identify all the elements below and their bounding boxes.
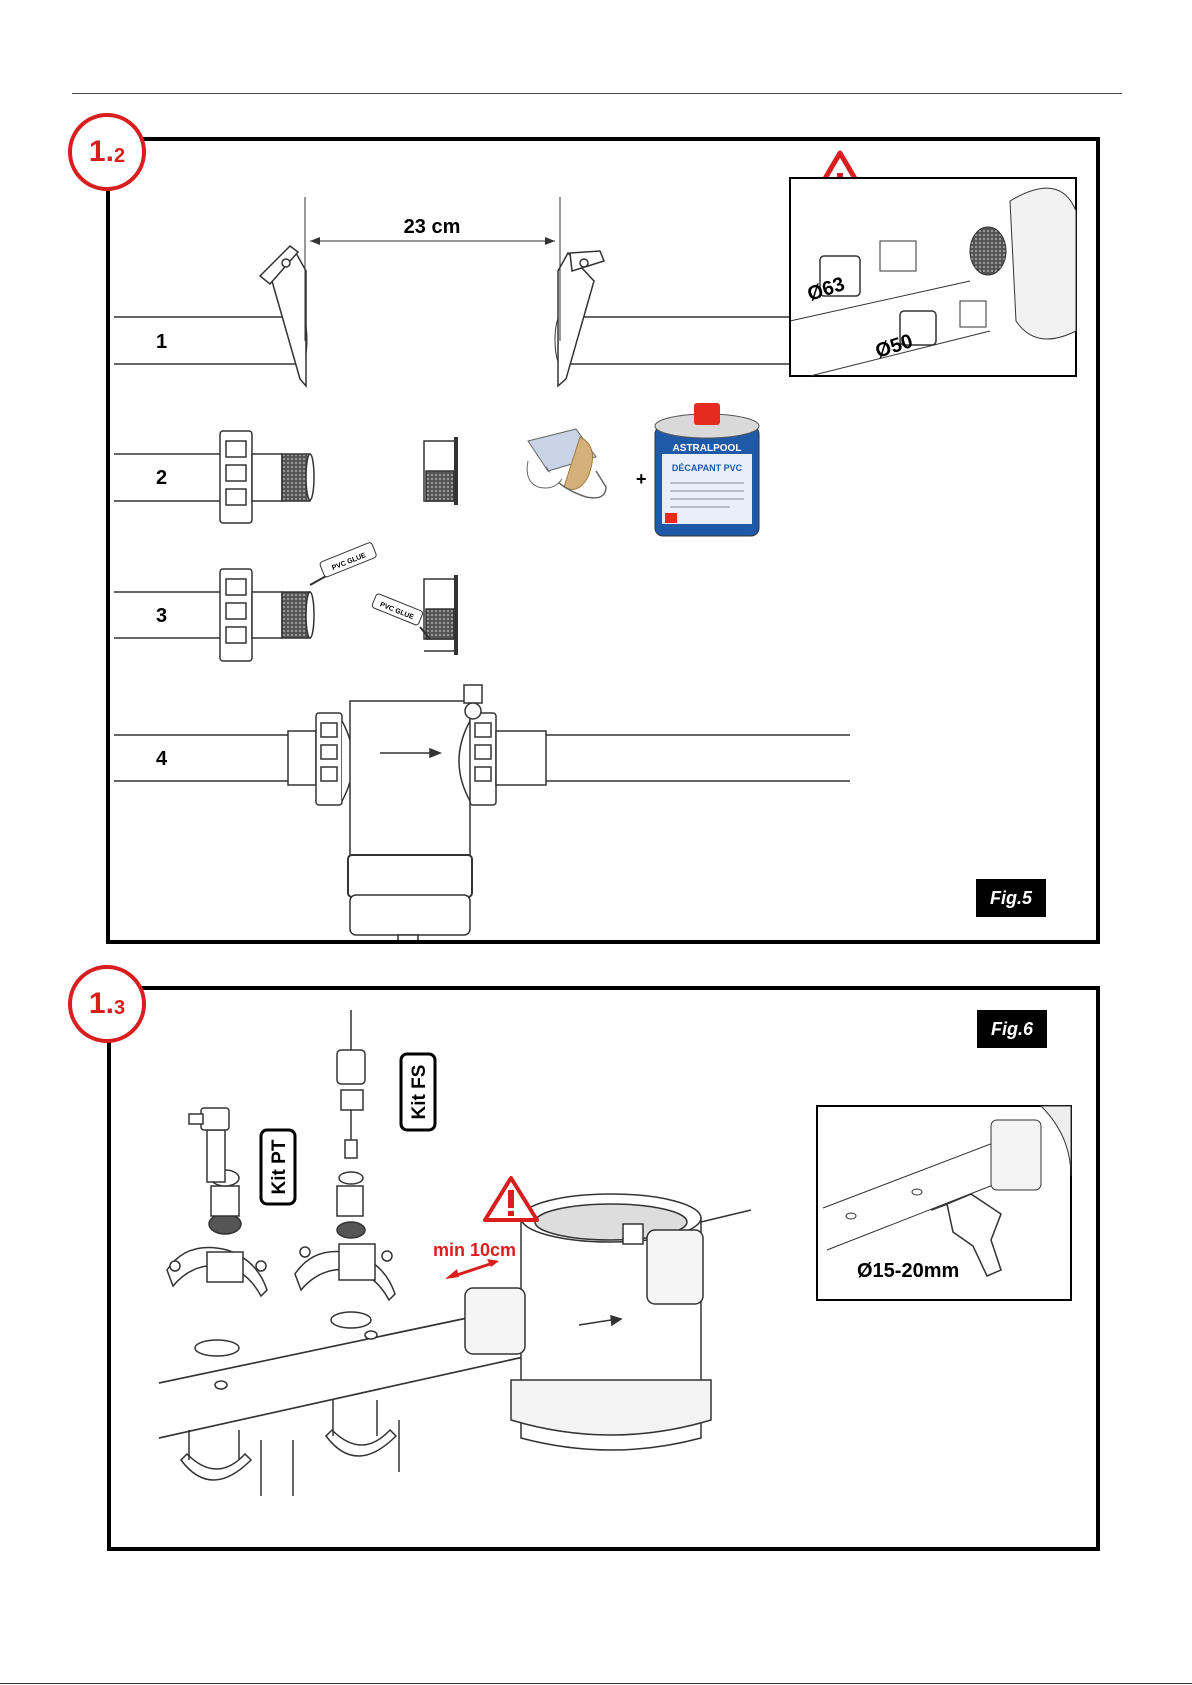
section-badge-1-2: 1.2 bbox=[68, 113, 146, 191]
union-diameter-inset: Ø63 Ø50 bbox=[790, 178, 1076, 376]
distance-arrow-icon bbox=[445, 1259, 499, 1279]
header-rule bbox=[72, 93, 1122, 94]
drill-size-label: Ø15-20mm bbox=[857, 1260, 959, 1283]
hands-cleaning-pipe-icon bbox=[527, 429, 606, 498]
kit-fs-sensor-icon bbox=[337, 1010, 365, 1184]
glue-tube-socket-icon: PVC GLUE bbox=[371, 593, 430, 639]
can-product-label: DÉCAPANT PVC bbox=[672, 463, 743, 473]
assembled-cell-icon bbox=[288, 685, 546, 940]
step-number-3: 3 bbox=[156, 605, 167, 627]
step-number-4: 4 bbox=[156, 748, 168, 770]
can-brand-label: ASTRALPOOL bbox=[673, 443, 742, 454]
dimension-label: 23 cm bbox=[404, 216, 461, 238]
min-distance-label: min 10cm bbox=[433, 1240, 516, 1261]
step-number-1: 1 bbox=[156, 331, 167, 353]
saddle-clamp-pt-icon bbox=[167, 1170, 267, 1356]
pipe-cutter-right-icon bbox=[558, 251, 604, 386]
saddle-clamp-fs-icon bbox=[295, 1186, 395, 1328]
figure-panel-fig6: Kit PT Kit FS Fig.6 min 10cm Ø15-20mm bbox=[107, 986, 1100, 1551]
union-nut-step3-icon bbox=[220, 569, 314, 661]
figure-label-fig5: Fig.5 bbox=[976, 879, 1046, 917]
glue-tube-icon: PVC GLUE bbox=[310, 542, 377, 585]
pipe-cutter-left-icon bbox=[260, 246, 306, 386]
kit-fs-label-box: Kit FS bbox=[401, 1054, 435, 1130]
warning-triangle-icon bbox=[485, 1178, 537, 1220]
plus-sign: + bbox=[636, 469, 647, 489]
electrolysis-cell-icon bbox=[465, 1194, 751, 1450]
fitting-socket-step3-icon bbox=[424, 575, 456, 655]
kit-pt-label-box: Kit PT bbox=[261, 1130, 295, 1204]
figure-label-fig6: Fig.6 bbox=[977, 1010, 1047, 1048]
svg-text:Kit FS: Kit FS bbox=[409, 1065, 430, 1120]
fitting-socket-step2-icon bbox=[424, 437, 456, 505]
svg-text:Kit PT: Kit PT bbox=[269, 1139, 290, 1194]
cleaner-can-icon: ASTRALPOOL DÉCAPANT PVC bbox=[655, 403, 759, 536]
footer-rule bbox=[0, 1683, 1192, 1684]
figure-panel-fig5: 23 cm Ø63 Ø50 bbox=[106, 137, 1100, 944]
kit-pt-probe-icon bbox=[189, 1108, 229, 1182]
union-nut-step2-icon bbox=[220, 431, 314, 523]
section-badge-1-3: 1.3 bbox=[68, 965, 146, 1043]
installation-steps-drawing: 23 cm Ø63 Ø50 bbox=[110, 141, 1096, 940]
step-number-2: 2 bbox=[156, 467, 167, 489]
